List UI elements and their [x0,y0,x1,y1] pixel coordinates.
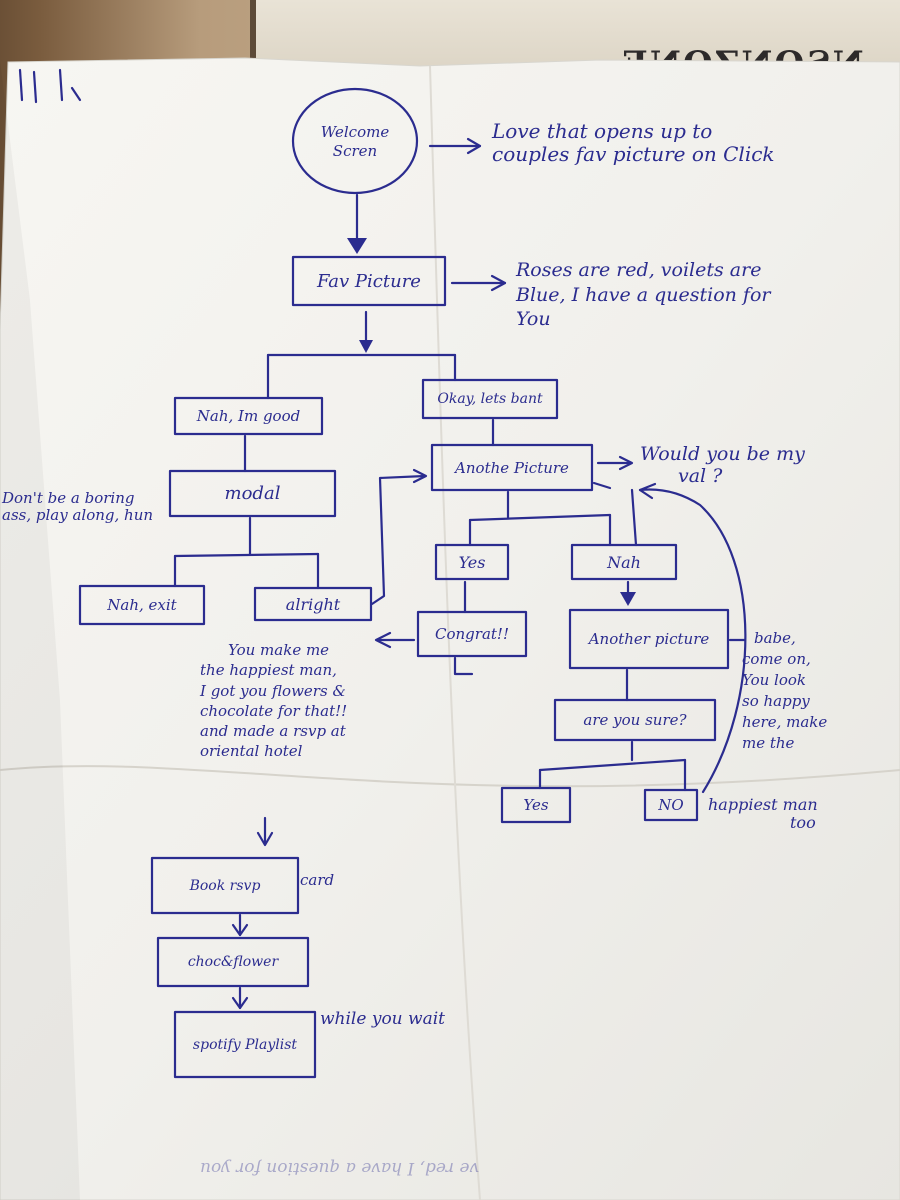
connectors [173,137,747,1010]
node-another-picture2-shape [568,608,730,670]
paper-shadow [0,60,80,1200]
babe-note-line: too [790,813,816,833]
node-nah-exit-label: Nah, exit [107,596,177,614]
roses-note-line: Roses are red, voilets are [516,259,762,281]
node-nah-exit-shape [78,584,206,626]
node-okay-shape [421,378,559,420]
babe-note-line: babe, [754,629,796,647]
would-you-note-line: Would you be my [640,443,805,465]
welcome-note: Love that opens up to couples fav pictur… [492,120,775,166]
babe-note-line: here, make [742,713,828,731]
node-no-label: NO [658,796,684,814]
paper-shape [0,57,900,1200]
node-congrats-label: Congrat!! [435,625,509,643]
node-fav-picture-shape [291,255,447,307]
node-spotify-shape [173,1010,317,1079]
node-are-you-sure-label: are you sure? [583,711,687,729]
node-are-you-sure-shape [553,698,717,742]
happiest-note-line: oriental hotel [200,742,303,761]
pen-scribble-marks [18,68,82,104]
node-yes1-shape [434,543,510,581]
node-choc-flower-label: choc&flower [187,954,279,970]
node-congrats-shape [416,610,528,658]
happiest-note-line: You make me [228,641,330,659]
babe-note: babe, come on, You look so happy here, m… [742,628,827,754]
node-another-picture2-label: Another picture [588,630,710,648]
card-note: card [300,871,335,889]
node-nah-good-shape [173,396,324,436]
node-yes2-label: Yes [523,796,549,814]
babe-note-line: come on, [742,650,811,668]
babe-note-line: so happy [742,692,810,710]
while-wait-note: while you wait [320,1009,445,1029]
node-okay-label: Okay, lets bant [437,391,543,407]
paper-fold [429,65,481,1200]
roses-note-line: You [516,308,551,331]
modal-note-line: ass, play along, hun [2,506,154,525]
would-you-note: Would you be my val ? [640,443,805,488]
node-alright-label: alright [285,594,341,614]
node-modal-label: modal [224,483,281,504]
node-modal-shape [168,469,337,518]
happiest-note-line: the happiest man, [200,661,337,680]
roses-note-line: Blue, I have a question for [516,283,771,306]
node-another-picture-shape [430,443,594,492]
node-no-shape [643,788,699,822]
babe-note-line: happiest man [708,795,818,814]
node-nah-good-label: Nah, Im good [196,407,301,425]
modal-note-line: Don't be a boring [2,489,135,507]
happiest-note: You make me the happiest man, I got you … [200,640,347,762]
welcome-note-line: Love that opens up to [492,119,713,143]
node-welcome-label: Welcome Scren [320,122,390,161]
node-book-rsvp-shape [150,856,300,915]
node-choc-flower-shape [156,936,310,988]
see-through-writing: ve red, I have a question for you [200,1158,480,1178]
welcome-note-line: couples fav picture on Click [492,142,775,166]
would-you-note-line: val ? [678,464,723,487]
node-another-picture-label: Anothe Picture [455,458,569,477]
modal-note: Don't be a boring ass, play along, hun [2,489,154,525]
roses-note: Roses are red, voilets are Blue, I have … [516,258,770,332]
babe-note-line: me the [742,734,795,752]
node-book-rsvp-label: Book rsvp [189,877,261,894]
node-yes1-label: Yes [458,552,486,572]
happiest-note-line: and made a rsvp at [200,722,346,740]
node-yes2-shape [500,786,572,824]
happiest-man-note: happiest man too [708,795,818,833]
happiest-note-line: chocolate for that!! [200,701,348,720]
node-fav-picture-label: Fav Picture [317,270,421,292]
babe-note-line: You look [742,671,807,689]
happiest-note-line: I got you flowers & [200,681,346,700]
node-welcome-shape [291,87,419,195]
node-spotify-label: spotify Playlist [192,1036,298,1053]
paper-fold [0,765,900,788]
node-nah2-label: Nah [607,552,641,572]
node-nah2-shape [570,543,678,581]
